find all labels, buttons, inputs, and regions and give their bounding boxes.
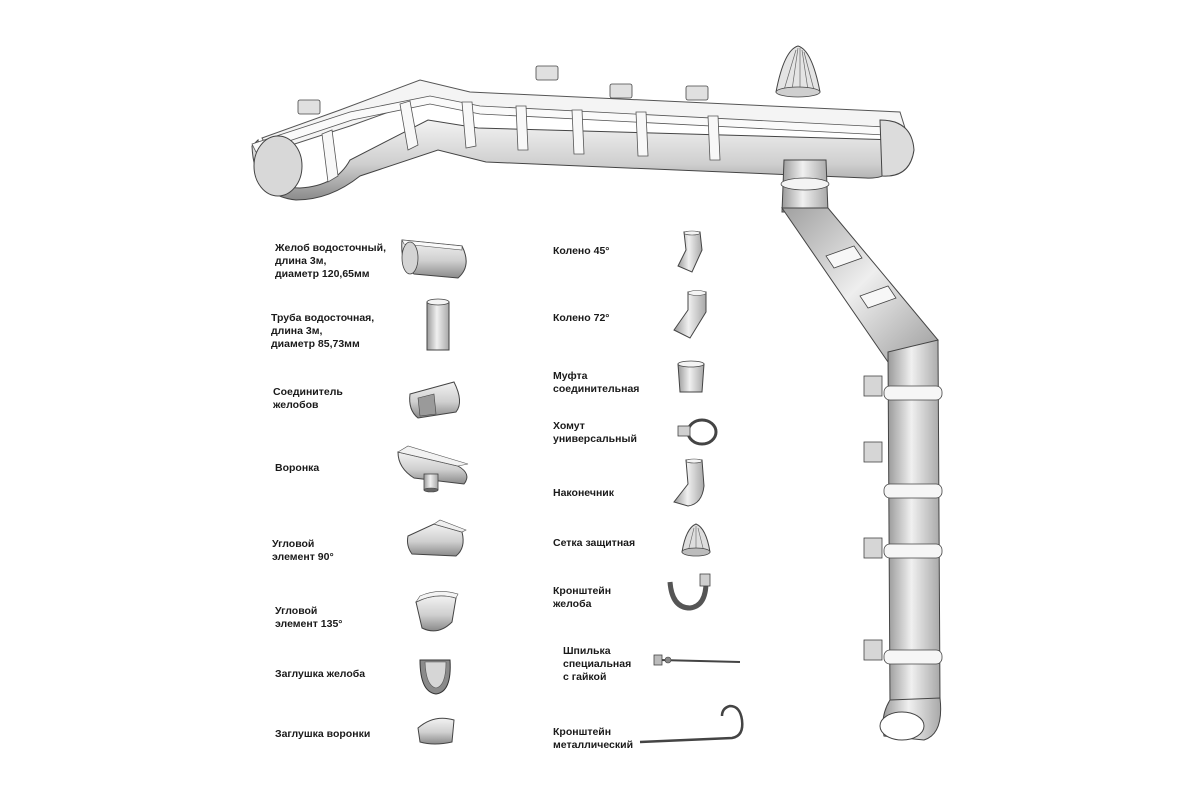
stud-part-icon — [653, 654, 741, 666]
label-gutter-bracket: Кронштейн желоба — [553, 585, 612, 610]
label-coupling: Муфта соединительная — [553, 370, 640, 395]
assembled-downpipe — [780, 159, 943, 741]
elbow-72-part-icon — [673, 290, 707, 339]
label-funnel-cap: Заглушка воронки — [275, 728, 371, 740]
gutter-part-icon — [401, 239, 467, 279]
label-pipe: Труба водосточная, длина 3м, диаметр 85,… — [271, 312, 375, 350]
metal-bracket-part-icon — [639, 704, 744, 744]
label-stud: Шпилька специальная с гайкой — [563, 645, 632, 683]
label-gutter-connector: Соединитель желобов — [273, 386, 343, 411]
gutter-connector-part-icon — [409, 381, 460, 419]
label-outlet: Наконечник — [553, 487, 615, 499]
funnel-cap-part-icon — [417, 717, 455, 745]
corner-135-part-icon — [415, 591, 459, 632]
label-funnel: Воронка — [275, 462, 320, 474]
assembled-guard-mesh — [775, 45, 821, 98]
label-metal-bracket: Кронштейн металлический — [553, 726, 634, 751]
label-elbow-45: Колено 45° — [553, 245, 610, 257]
label-gutter-cap: Заглушка желоба — [275, 668, 366, 680]
gutter-cap-part-icon — [419, 659, 451, 695]
assembled-gutter-run — [251, 45, 915, 201]
clamp-part-icon — [677, 418, 718, 446]
pipe-part-icon — [426, 298, 450, 351]
corner-90-part-icon — [407, 519, 467, 557]
guard-mesh-part-icon — [681, 523, 711, 557]
label-guard-mesh: Сетка защитная — [553, 537, 636, 549]
label-gutter: Желоб водосточный, длина 3м, диаметр 120… — [275, 242, 386, 280]
label-corner-135: Угловой элемент 135° — [275, 605, 343, 630]
label-corner-90: Угловой элемент 90° — [272, 538, 334, 563]
coupling-part-icon — [677, 360, 705, 393]
gutter-bracket-part-icon — [667, 573, 711, 611]
label-elbow-72: Колено 72° — [553, 312, 610, 324]
elbow-45-part-icon — [677, 230, 703, 273]
funnel-part-icon — [397, 445, 469, 493]
label-clamp: Хомут универсальный — [553, 420, 637, 445]
outlet-part-icon — [673, 458, 705, 507]
